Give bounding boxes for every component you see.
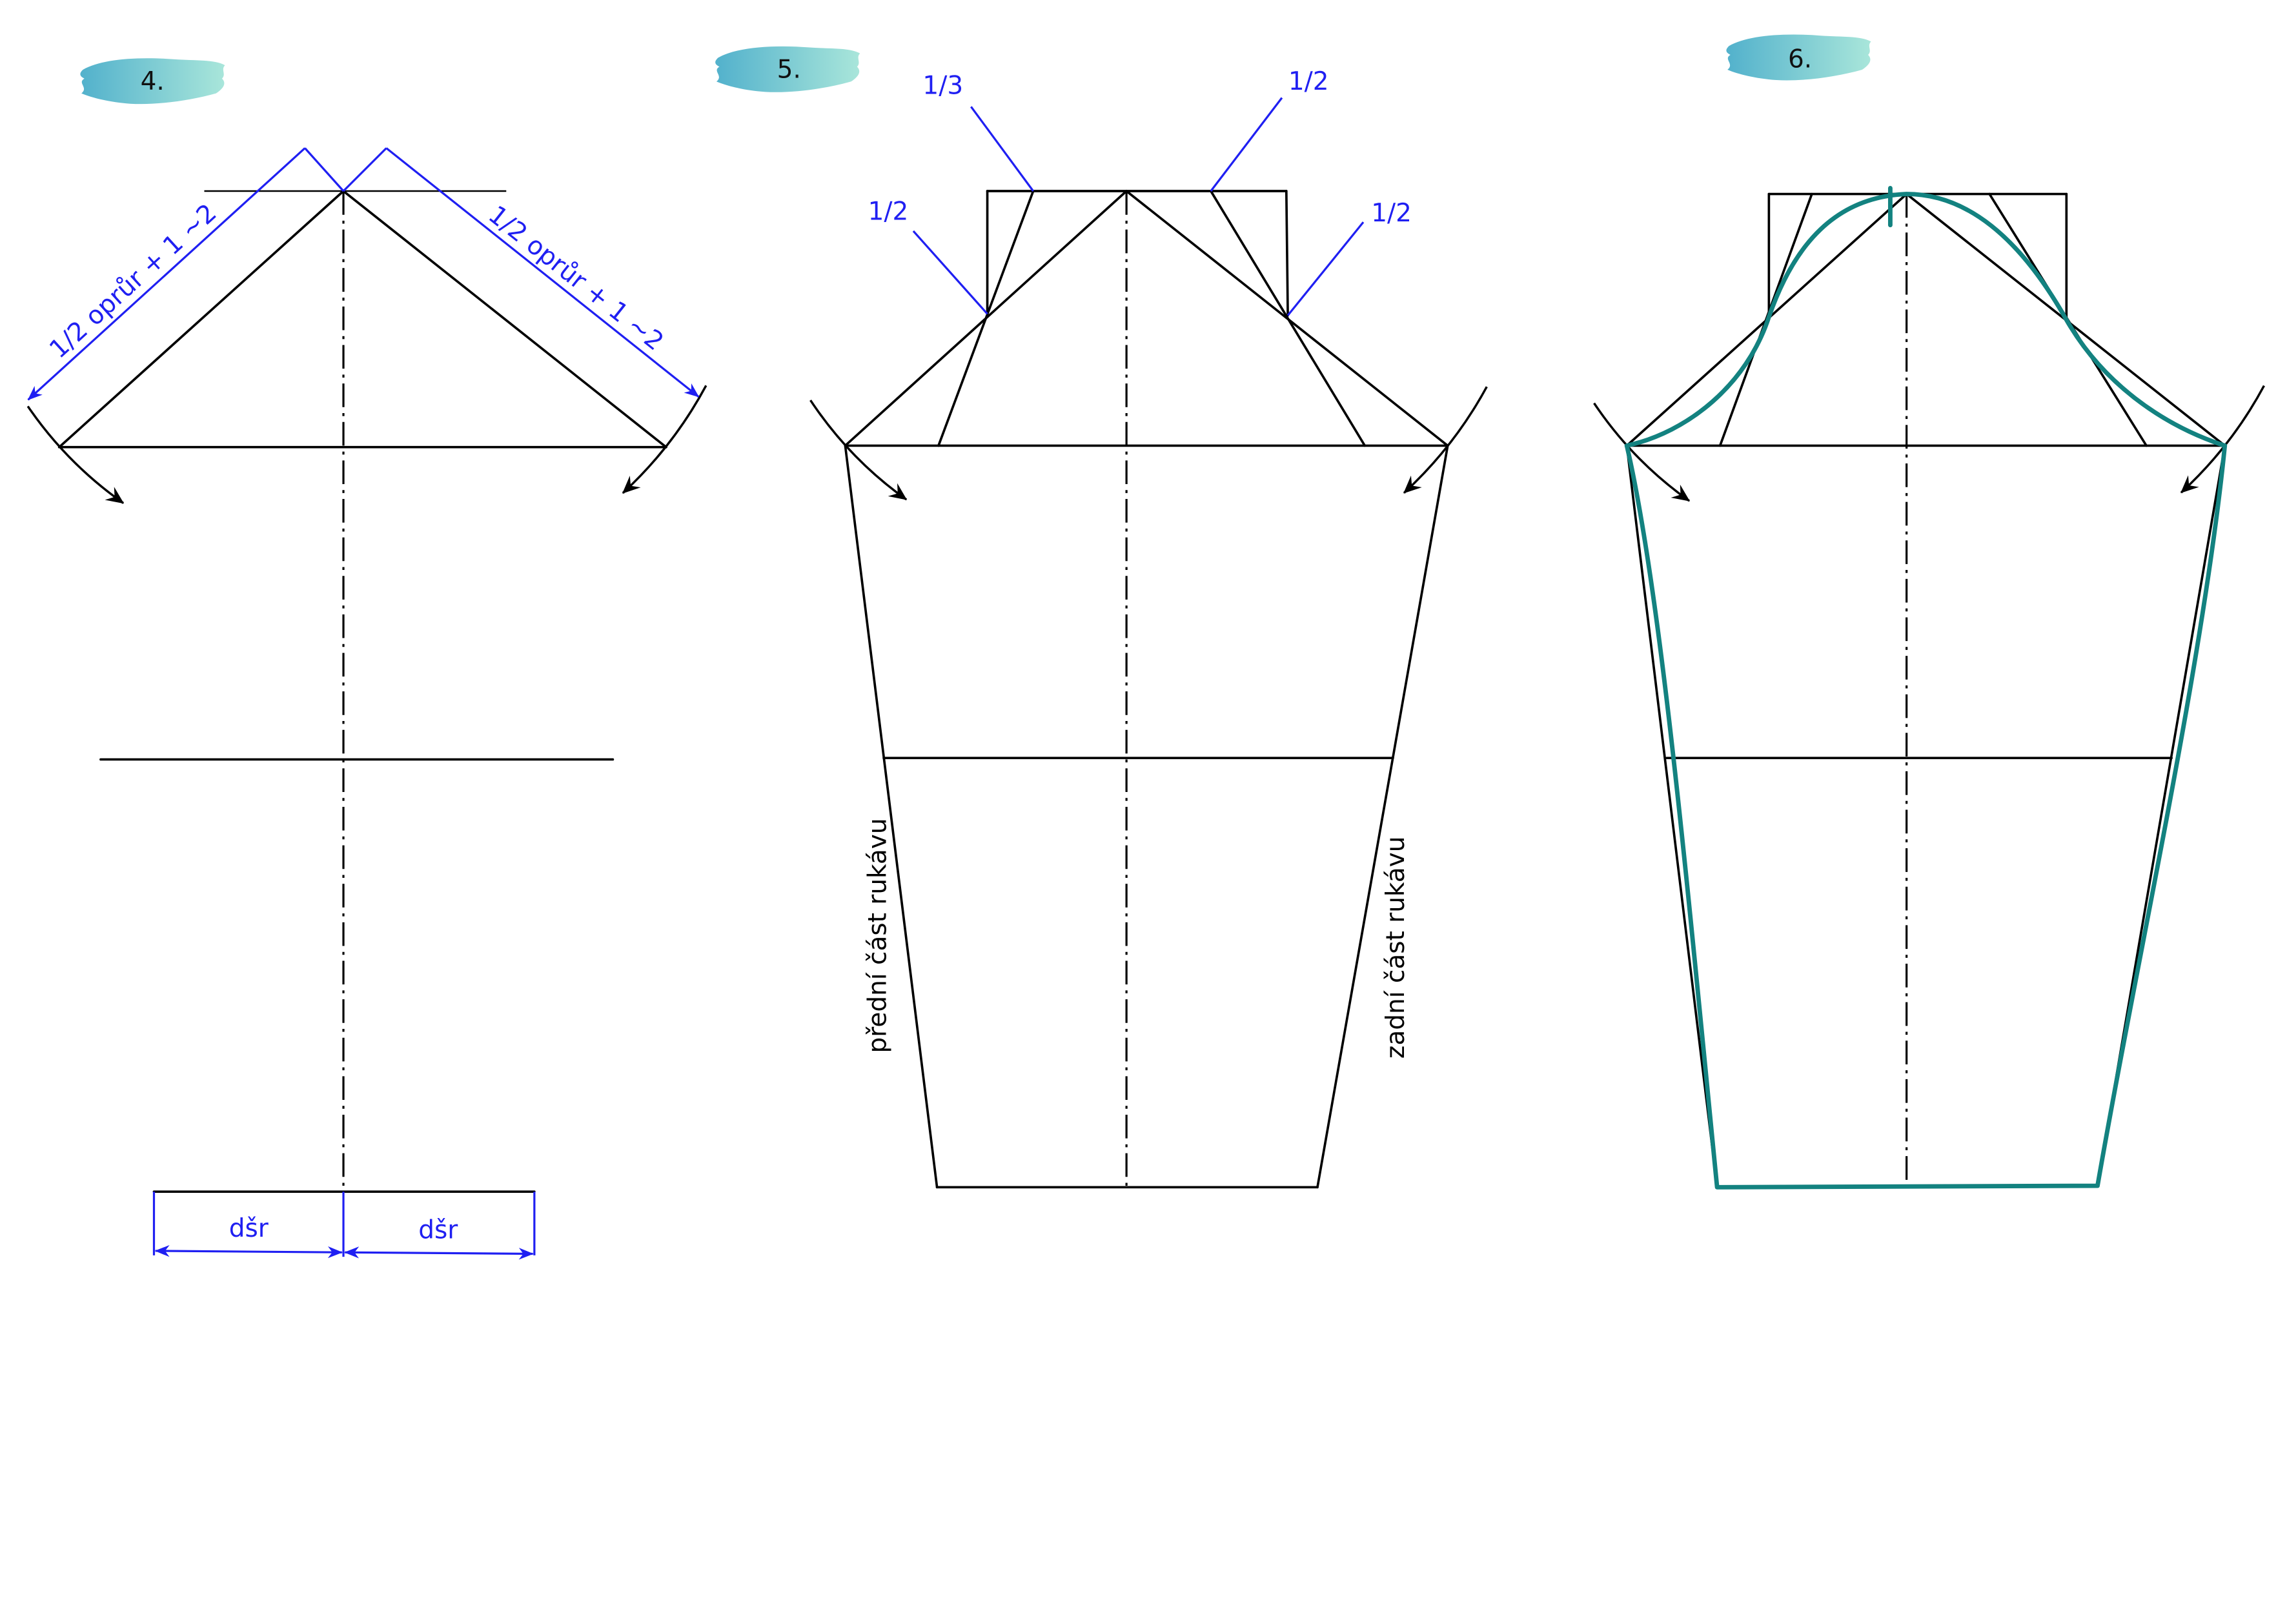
sleeve-cap-curve (1624, 192, 2228, 448)
cap-box-back-side (1285, 190, 1289, 317)
front-pivot-arc-arrow (809, 400, 908, 501)
top-half-label: 1/2 (1288, 67, 1329, 96)
step-number-brush-stroke (715, 46, 860, 92)
back-pivot-arc-arrow (1403, 386, 1488, 494)
front-half-label: 1/2 (868, 198, 909, 227)
back-cap-slant-line (342, 190, 667, 449)
step-4-panel: 4. 1/2 oprůr + 1 ~2 1/2 oprůr + 1 ~2 dšr… (26, 58, 707, 1260)
back-wrist-dimension-line (344, 1246, 534, 1260)
back-half-leader-line (1286, 221, 1365, 316)
wrist-width-dimension: dšr dšr (152, 1190, 536, 1260)
back-half-label: 1/2 (1371, 199, 1412, 228)
front-pivot-arc-arrow (26, 405, 125, 504)
front-wrist-width-label: dšr (229, 1214, 269, 1243)
front-cap-slant-line (57, 190, 345, 449)
front-cap-dimension-label: 1/2 oprůr + 1 ~2 (44, 198, 222, 364)
front-underarm-seam-line (844, 444, 939, 1189)
back-underarm-seam-line (1316, 444, 1449, 1189)
step-number-brush-stroke (1726, 34, 1871, 81)
front-pivot-arc-arrow (1593, 402, 1691, 502)
back-cap-dimension-label: 1/2 oprůr + 1 ~2 (483, 200, 669, 356)
front-wrist-dimension-line (154, 1244, 343, 1259)
back-cap-slant-line (1125, 190, 1449, 447)
front-underarm-seam-line (1625, 444, 1718, 1189)
front-cap-dimension-line (27, 147, 306, 401)
back-dimension-extension-line (342, 147, 387, 192)
front-half-leader-line (912, 230, 988, 315)
front-dimension-extension-line (304, 147, 345, 192)
back-cap-dimension-line (385, 147, 700, 398)
step-number: 5. (777, 55, 801, 84)
back-wrist-width-label: dšr (418, 1215, 458, 1244)
back-pivot-arc-arrow (2180, 385, 2265, 494)
back-pivot-arc-arrow (622, 385, 707, 494)
step-5-panel: 5. 1/3 1/2 1/2 1/2 přední část rukávu za… (715, 46, 1488, 1189)
back-sleeve-part-label: zadní část rukávu (1381, 837, 1410, 1059)
step-number-brush-stroke (80, 58, 225, 105)
top-half-leader-line (1210, 97, 1283, 192)
final-sleeve-outline (1624, 443, 2228, 1190)
one-third-label: 1/3 (922, 72, 963, 101)
one-third-leader-line (970, 106, 1034, 192)
step-6-panel: 6. (1593, 34, 2265, 1190)
step-number: 6. (1788, 45, 1812, 74)
front-sleeve-part-label: přední část rukávu (863, 818, 892, 1053)
step-number: 4. (141, 67, 165, 96)
front-cap-slant-line (844, 190, 1128, 447)
